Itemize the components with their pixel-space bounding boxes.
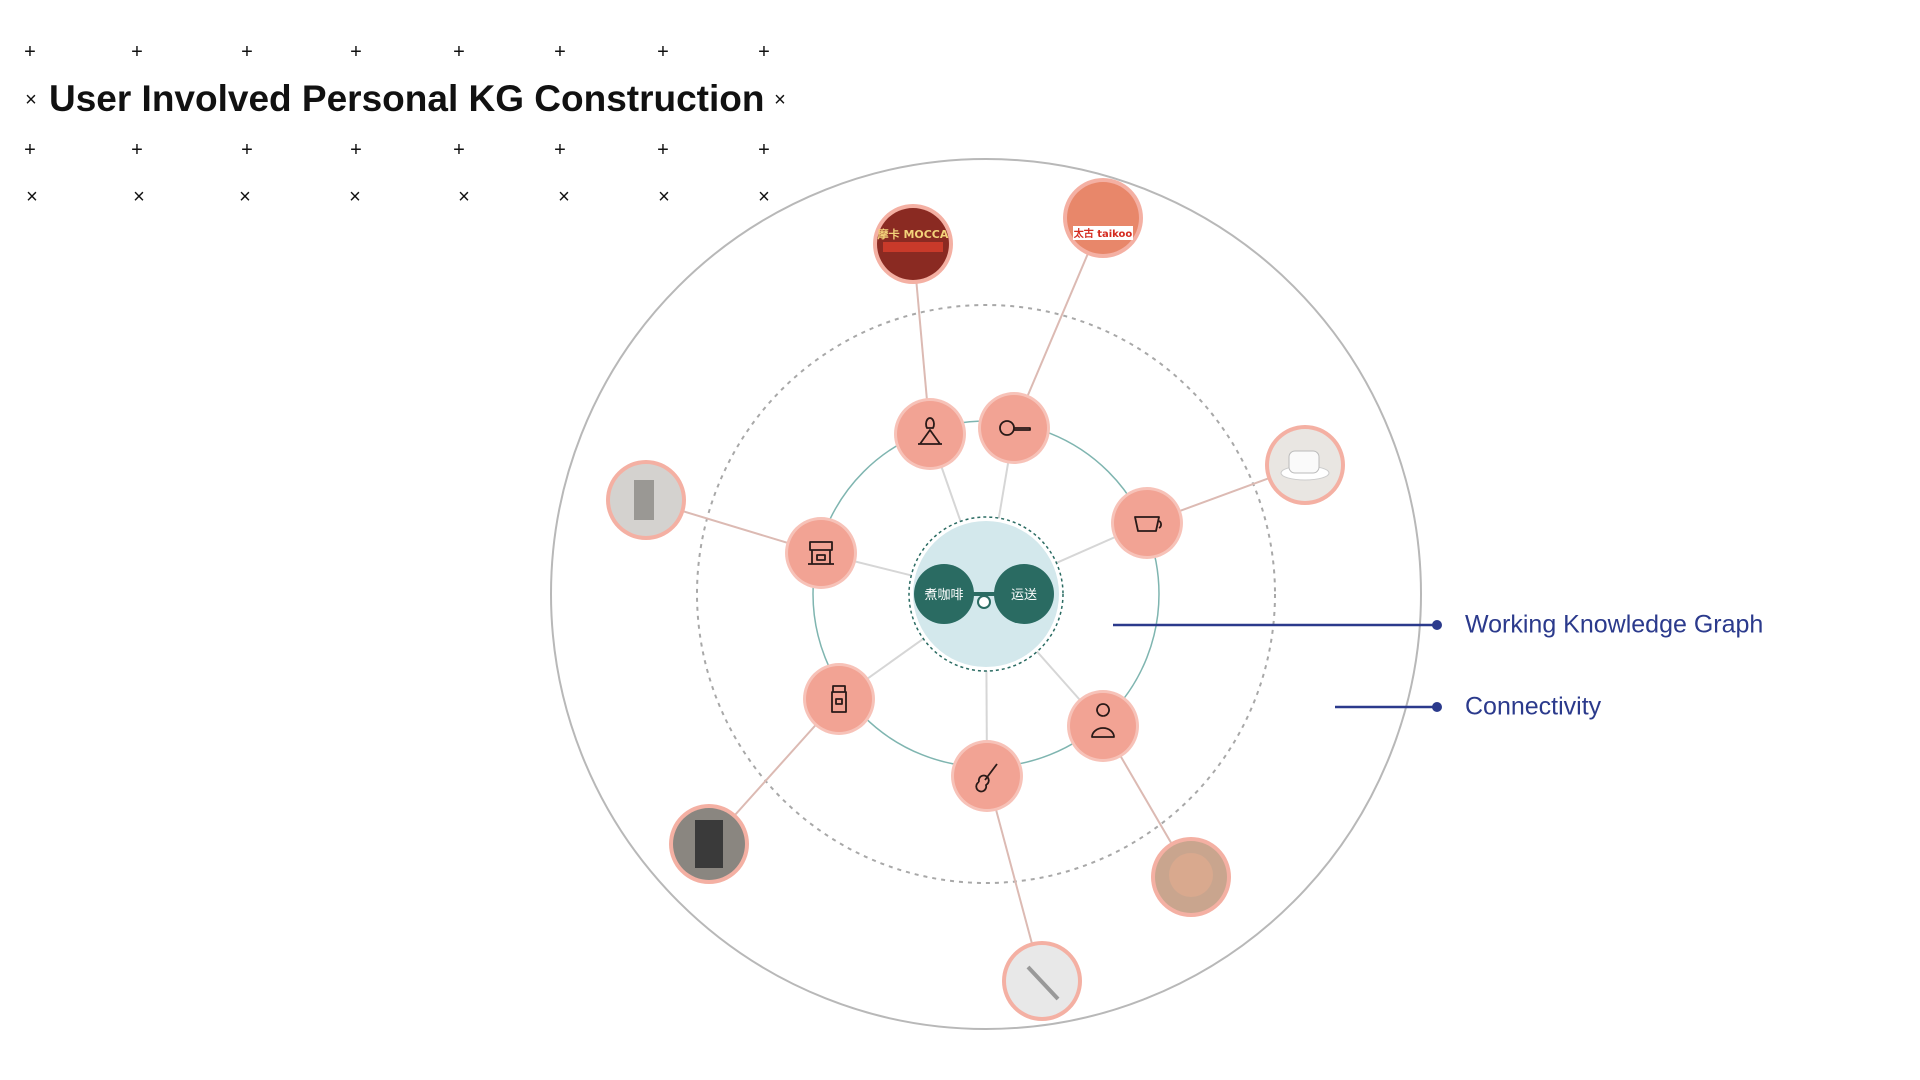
- center-link-joint: [977, 595, 991, 609]
- coffee-cup-photo: [1265, 425, 1345, 505]
- plus-mark: +: [554, 139, 566, 161]
- plus-mark: +: [241, 41, 253, 63]
- photo-detail: [634, 480, 654, 520]
- plus-mark: +: [657, 41, 669, 63]
- dashed-ring: [696, 304, 1276, 884]
- water-dispenser-icon: [831, 685, 847, 713]
- spoon-node: [951, 740, 1023, 812]
- photo-detail: [883, 242, 943, 252]
- person-icon: [1091, 703, 1115, 738]
- legend-dot: [1432, 620, 1442, 630]
- plus-mark: +: [131, 139, 143, 161]
- label-boil-coffee: 煮咖啡: [924, 588, 963, 603]
- photo-image: [1067, 182, 1139, 254]
- plus-mark: +: [350, 41, 362, 63]
- coffee-cup-icon: [1134, 516, 1162, 532]
- plus-mark: +: [758, 41, 770, 63]
- plus-mark: +: [24, 41, 36, 63]
- mocca-logo-text: 摩卡 MOCCA: [878, 227, 949, 241]
- measuring-scoop-icon: [999, 420, 1031, 436]
- photo-detail: [1026, 965, 1060, 1001]
- cross-mark: ×: [558, 186, 570, 208]
- spoon-photo: [1002, 941, 1082, 1021]
- photo-detail: [1288, 450, 1320, 474]
- measuring-scoop-node: [978, 392, 1050, 464]
- person-node: [1067, 690, 1139, 762]
- coffee-grounds-node: [894, 398, 966, 470]
- node-transport: [994, 564, 1054, 624]
- legend-connectivity: Connectivity: [1465, 692, 1602, 721]
- photo-detail: [1169, 853, 1213, 897]
- cross-mark: ×: [458, 186, 470, 208]
- node-body: [788, 520, 854, 586]
- water-dispenser-node: [803, 663, 875, 735]
- cross-mark: ×: [658, 186, 670, 208]
- photo-detail: [1073, 226, 1133, 240]
- legend-working-knowledge-graph: Working Knowledge Graph: [1465, 610, 1764, 639]
- cross-mark: ×: [239, 186, 251, 208]
- coffee-grounds-icon: [918, 417, 942, 445]
- espresso-machine-photo: [606, 460, 686, 540]
- water-dispenser-photo: [669, 804, 749, 884]
- spoon-icon: [975, 763, 998, 793]
- plus-mark: +: [241, 139, 253, 161]
- taikoo-logo-text: 太古 taikoo: [1073, 227, 1133, 240]
- cross-mark: ×: [774, 89, 786, 111]
- plus-mark: +: [453, 41, 465, 63]
- plus-mark: +: [657, 139, 669, 161]
- label-transport: 运送: [1011, 588, 1037, 603]
- taikoo-sugar-photo: 太古 taikoo: [1063, 178, 1143, 258]
- coffee-cup-node: [1111, 487, 1183, 559]
- plus-mark: +: [758, 139, 770, 161]
- plus-mark: +: [24, 139, 36, 161]
- plus-mark: +: [453, 139, 465, 161]
- node-body: [1114, 490, 1180, 556]
- cross-mark: ×: [26, 186, 38, 208]
- outer-ring: [550, 158, 1422, 1030]
- node-body: [897, 401, 963, 467]
- plus-mark: +: [131, 41, 143, 63]
- cross-mark: ×: [25, 89, 37, 111]
- node-boil-coffee: [914, 564, 974, 624]
- coffee-machine-icon: [808, 541, 834, 565]
- plus-mark: +: [554, 41, 566, 63]
- cross-mark: ×: [133, 186, 145, 208]
- node-body: [1070, 693, 1136, 759]
- mocca-coffee-photo: 摩卡 MOCCA: [873, 204, 953, 284]
- cross-mark: ×: [349, 186, 361, 208]
- photo-detail: [695, 820, 723, 868]
- coffee-machine-node: [785, 517, 857, 589]
- elderly-man-photo: [1151, 837, 1231, 917]
- page-title: User Involved Personal KG Construction: [49, 78, 765, 119]
- cross-mark: ×: [758, 186, 770, 208]
- plus-mark: +: [350, 139, 362, 161]
- legend-dot: [1432, 702, 1442, 712]
